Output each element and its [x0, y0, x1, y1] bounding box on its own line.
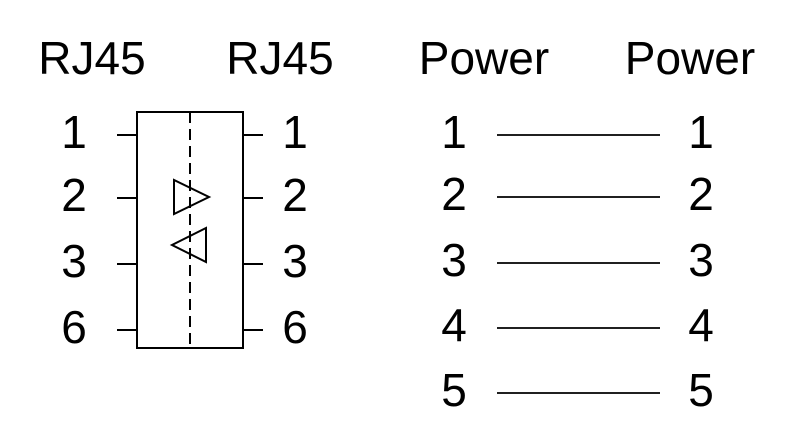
buffer-triangle-right-icon [173, 178, 212, 216]
power-right-pin4-label: 4 [688, 299, 714, 351]
power-left-pin5-label: 5 [441, 364, 467, 416]
power-right-pin5-label: 5 [688, 364, 714, 416]
power-left-pin2-label: 2 [441, 168, 467, 220]
rj45-left-header: RJ45 [38, 32, 146, 84]
power-left-pin4-label: 4 [441, 299, 467, 351]
power-right-pin1-label: 1 [688, 106, 714, 158]
buffer-triangle-left-icon [169, 226, 207, 264]
rj45-right-header: RJ45 [226, 32, 334, 84]
rj45-left-pin2-label: 2 [61, 169, 87, 221]
rj45-right-pin1-label: 1 [282, 106, 308, 158]
rj45-right-pin3-label: 3 [282, 235, 308, 287]
rj45-right-pin6-label: 6 [282, 301, 308, 353]
rj45-right-pin2-label: 2 [282, 169, 308, 221]
power-left-pin1-label: 1 [441, 106, 467, 158]
power-left-header: Power [418, 32, 550, 84]
rj45-left-pin6-label: 6 [61, 301, 87, 353]
power-right-header: Power [624, 32, 756, 84]
rj45-left-pin1-label: 1 [61, 106, 87, 158]
power-right-pin3-label: 3 [688, 234, 714, 286]
rj45-left-pin3-label: 3 [61, 235, 87, 287]
power-left-pin3-label: 3 [441, 234, 467, 286]
power-right-pin2-label: 2 [688, 168, 714, 220]
